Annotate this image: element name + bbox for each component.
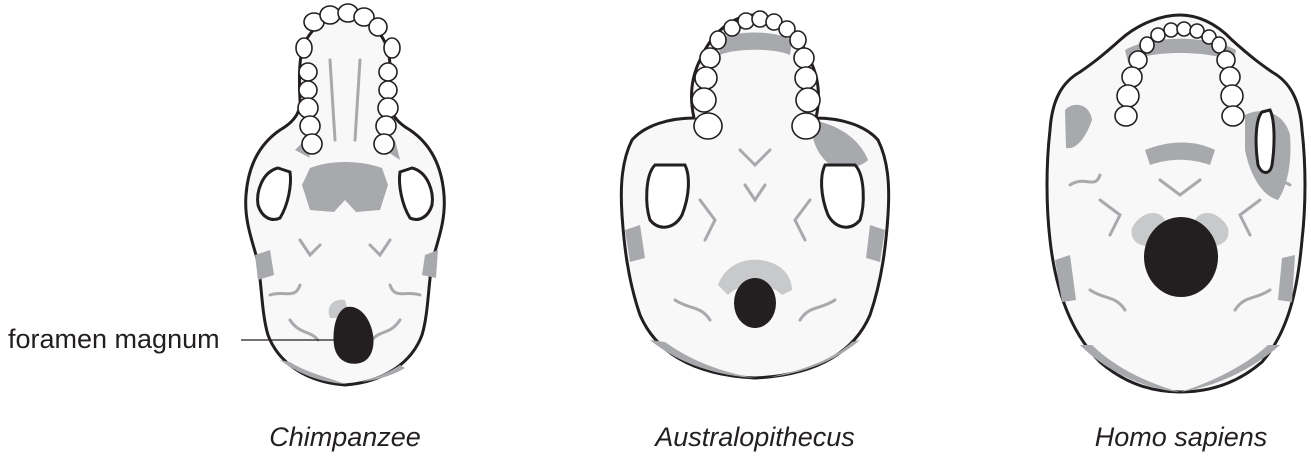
chimpanzee-skull: [246, 4, 445, 385]
chimpanzee-caption: Chimpanzee: [269, 422, 421, 452]
foramen-magnum-label: foramen magnum: [8, 324, 220, 354]
australopithecus-foramen-magnum: [734, 278, 776, 328]
homo-sapiens-skull: [1047, 15, 1305, 392]
australopithecus-caption: Australopithecus: [653, 422, 855, 452]
homo-sapiens-skull-outline: [1047, 15, 1305, 392]
homo-sapiens-zygomatic-opening: [1256, 110, 1274, 173]
australopithecus-skull: [621, 11, 888, 378]
homo-sapiens-caption: Homo sapiens: [1095, 422, 1268, 452]
homo-sapiens-foramen-magnum: [1144, 217, 1218, 297]
